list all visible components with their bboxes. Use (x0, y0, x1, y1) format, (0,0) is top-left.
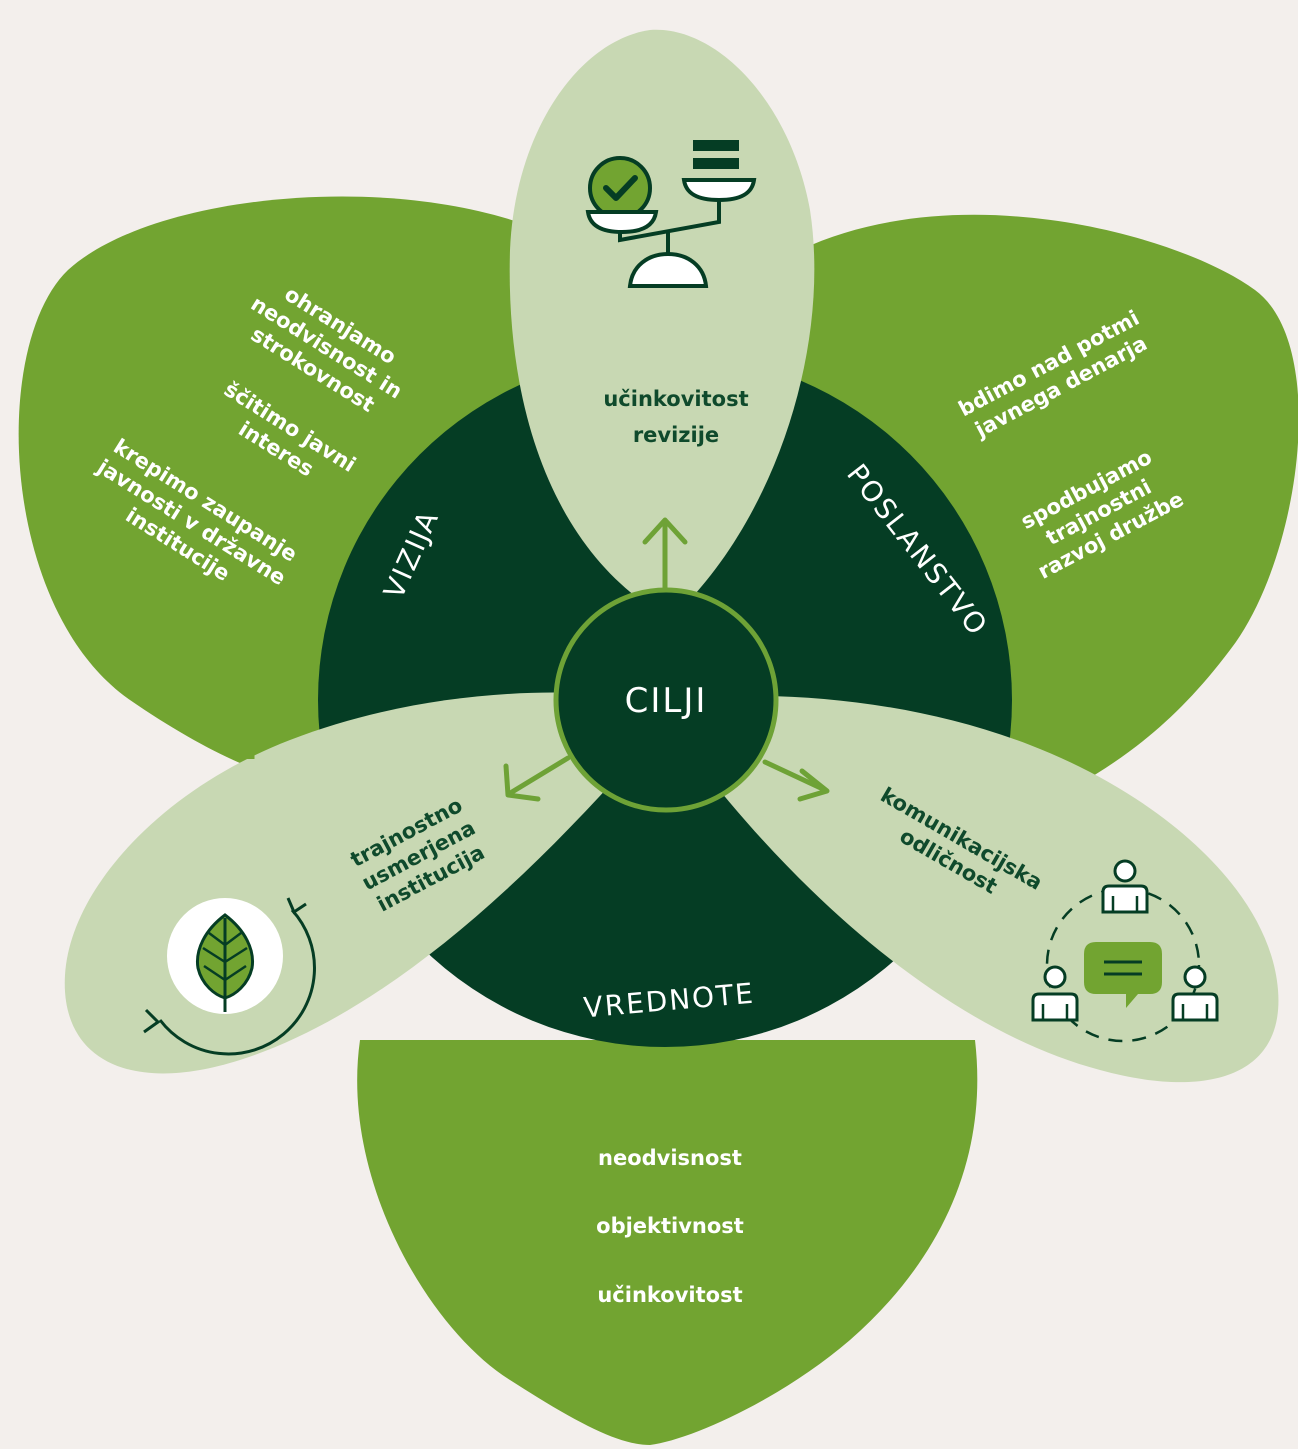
goal-top-line-2: revizije (633, 423, 719, 447)
team-communication-icon (1031, 859, 1219, 1043)
mission-leaf (760, 214, 1298, 805)
value-item-3: učinkovitost (597, 1283, 742, 1307)
arrow-up (642, 517, 688, 593)
values-leaf (357, 1040, 978, 1445)
goal-petal-top (509, 29, 815, 611)
center-label: CILJI (625, 681, 708, 721)
value-item-1: neodvisnost (598, 1146, 742, 1170)
balance-scale-icon (585, 140, 757, 288)
recycle-leaf-icon (143, 897, 316, 1056)
arrow-right (762, 759, 830, 802)
goal-top-line-1: učinkovitost (603, 387, 748, 411)
center-circle (553, 587, 779, 813)
value-item-2: objektivnost (596, 1214, 744, 1238)
arrow-left (503, 755, 571, 802)
